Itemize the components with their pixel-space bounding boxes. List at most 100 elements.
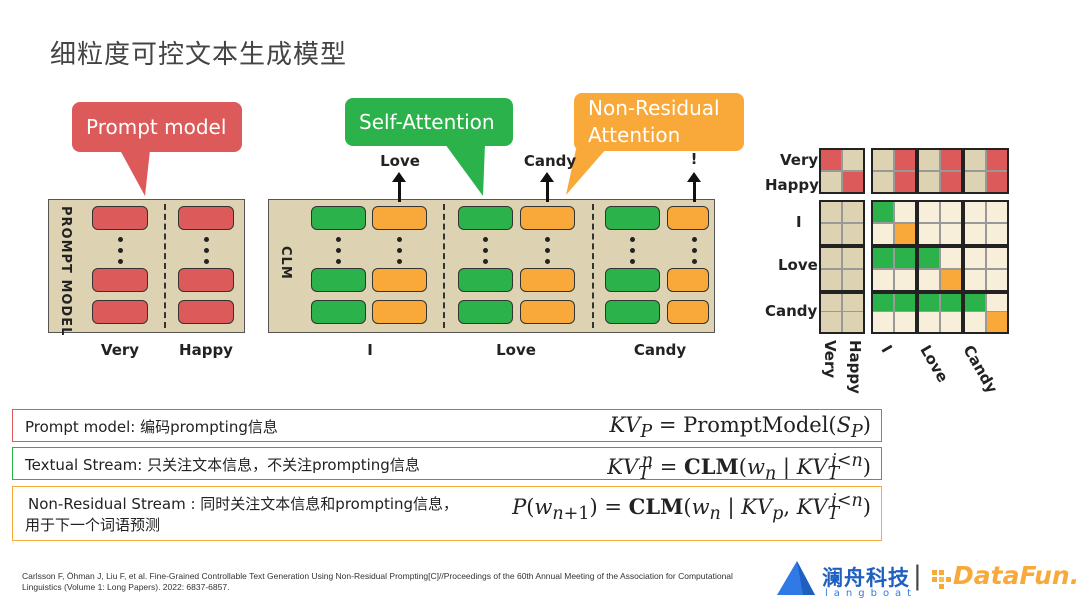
matrix-group-border: [819, 292, 865, 334]
textual-stream-formula: KVTn = CLM(wn | KVTi<n): [607, 451, 871, 485]
logo-separator: |: [913, 561, 922, 591]
ellipsis-dots: [118, 237, 124, 270]
matrix-group-border: [917, 292, 963, 334]
matrix-group-border: [871, 148, 917, 194]
non-residual-block: [520, 268, 575, 292]
langboat-logo-subtext: langboat: [825, 588, 918, 599]
self-attention-block: [605, 300, 660, 324]
langboat-logo-text: 澜舟科技: [822, 566, 910, 590]
langboat-logo-icon: [777, 561, 815, 595]
token-divider: [592, 204, 594, 328]
non-residual-callout-line2: Attention: [588, 123, 681, 147]
matrix-group-border: [963, 200, 1009, 246]
self-attention-callout-label: Self-Attention: [359, 110, 495, 134]
prompt-model-equation-text: Prompt model: 编码prompting信息: [25, 418, 278, 436]
prompt-model-callout: Prompt model: [72, 102, 242, 152]
matrix-row-label: Candy: [765, 302, 818, 320]
matrix-group-border: [963, 148, 1009, 194]
textual-stream-equation-box: Textual Stream: 只关注文本信息，不关注prompting信息 K…: [12, 447, 882, 484]
clm-side-label: CLM: [278, 246, 293, 280]
token-divider: [443, 204, 445, 328]
matrix-group-border: [819, 246, 865, 292]
matrix-group-border: [917, 246, 963, 292]
matrix-col-label: Very: [821, 340, 839, 379]
prompt-input-label: Happy: [179, 341, 233, 359]
matrix-group-border: [963, 246, 1009, 292]
non-residual-block: [372, 206, 427, 230]
self-attention-block: [311, 300, 366, 324]
matrix-col-label: I: [877, 342, 896, 356]
datafun-logo-icon: [932, 570, 951, 589]
non-residual-block: [667, 300, 709, 324]
matrix-group-border: [871, 246, 917, 292]
prompt-input-label: Very: [100, 341, 140, 359]
self-attention-block: [311, 268, 366, 292]
non-residual-block: [667, 268, 709, 292]
ellipsis-dots: [483, 237, 489, 270]
prompt-block: [178, 268, 234, 292]
matrix-group-border: [871, 292, 917, 334]
prompt-block: [92, 300, 148, 324]
textual-stream-equation-text: Textual Stream: 只关注文本信息，不关注prompting信息: [25, 456, 420, 474]
self-attention-callout: Self-Attention: [345, 98, 513, 146]
self-attention-block: [311, 206, 366, 230]
clm-input-label: Love: [496, 341, 536, 359]
non-residual-block: [667, 206, 709, 230]
matrix-group-border: [819, 200, 865, 246]
non-residual-block: [372, 268, 427, 292]
ellipsis-dots: [397, 237, 403, 270]
prompt-model-formula: KVP = PromptModel(SP): [609, 413, 872, 443]
clm-output-label: Love: [380, 152, 420, 170]
reference-citation: Carlsson F, Öhman J, Liu F, et al. Fine-…: [22, 571, 733, 592]
prompt-callout-tail: [120, 150, 150, 196]
self-attention-block: [458, 268, 513, 292]
ellipsis-dots: [630, 237, 636, 270]
self-attention-block: [605, 206, 660, 230]
matrix-col-label: Love: [916, 342, 952, 386]
self-attention-callout-tail: [445, 144, 485, 196]
non-residual-stream-equation-text: Non-Residual Stream : 同时关注文本信息和prompting…: [28, 495, 459, 513]
non-residual-stream-formula: P(wn+1) = CLM(wn | KVp, KVTi<n): [512, 491, 871, 525]
prompt-model-side-label: PROMPT MODEL: [58, 206, 73, 337]
non-residual-callout-line1: Non-Residual: [588, 96, 720, 120]
prompt-block: [92, 268, 148, 292]
prompt-block: [178, 300, 234, 324]
non-residual-callout-tail: [566, 149, 606, 195]
output-arrow: [540, 172, 554, 202]
self-attention-block: [458, 300, 513, 324]
prompt-model-equation-box: Prompt model: 编码prompting信息 KVP = Prompt…: [12, 409, 882, 442]
prompt-block: [92, 206, 148, 230]
matrix-row-label: Love: [778, 256, 818, 274]
page-title: 细粒度可控文本生成模型: [50, 40, 348, 70]
matrix-row-label: Happy: [765, 176, 819, 194]
non-residual-block: [372, 300, 427, 324]
clm-input-label: I: [367, 341, 373, 359]
non-residual-stream-equation-text-2: 用于下一个词语预测: [25, 516, 161, 534]
self-attention-block: [605, 268, 660, 292]
matrix-group-border: [917, 200, 963, 246]
matrix-group-border: [963, 292, 1009, 334]
datafun-logo-text: DataFun.: [953, 561, 1080, 590]
matrix-col-label: Candy: [959, 342, 1002, 397]
output-arrow: [687, 172, 701, 202]
attention-matrix: [819, 148, 1009, 334]
matrix-group-border: [871, 200, 917, 246]
matrix-group-border: [917, 148, 963, 194]
matrix-group-border: [819, 148, 865, 194]
matrix-row-label: I: [796, 213, 802, 231]
self-attention-block: [458, 206, 513, 230]
clm-output-label: !: [690, 150, 698, 168]
ellipsis-dots: [336, 237, 342, 270]
prompt-model-callout-label: Prompt model: [86, 115, 227, 139]
non-residual-block: [520, 300, 575, 324]
non-residual-block: [520, 206, 575, 230]
clm-output-label: Candy: [523, 152, 577, 170]
ellipsis-dots: [692, 237, 698, 270]
non-residual-callout: Non-Residual Attention: [574, 93, 744, 151]
token-divider: [164, 204, 166, 328]
output-arrow: [392, 172, 406, 202]
clm-input-label: Candy: [633, 341, 687, 359]
matrix-row-label: Very: [780, 151, 819, 169]
matrix-col-label: Happy: [846, 340, 864, 394]
ellipsis-dots: [204, 237, 210, 270]
